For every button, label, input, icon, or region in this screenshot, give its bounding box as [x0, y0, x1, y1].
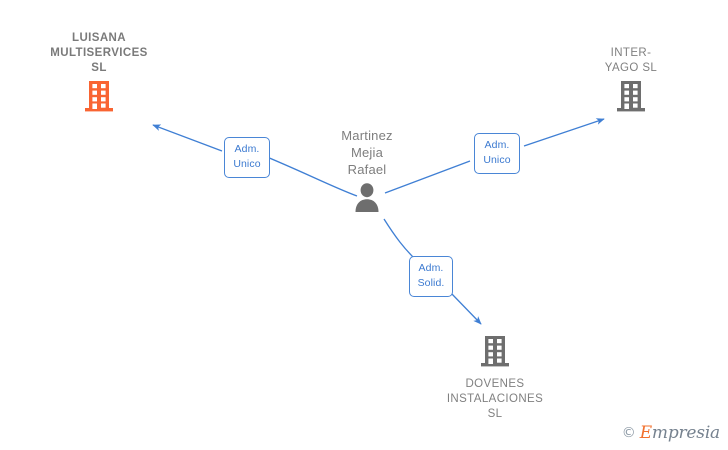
person-icon — [292, 181, 442, 218]
empresia-logo: Empresia — [639, 423, 721, 443]
edge-label-adm-solid-dovenes[interactable]: Adm. Solid. — [409, 256, 453, 297]
building-icon — [556, 79, 706, 118]
empresia-watermark: © Empresia — [621, 423, 721, 443]
node-interyago-label: INTER- YAGO SL — [604, 47, 658, 74]
building-icon — [420, 334, 570, 373]
node-luisana[interactable]: LUISANA MULTISERVICES SL — [24, 31, 174, 118]
building-icon — [24, 79, 174, 118]
node-luisana-label: LUISANA MULTISERVICES SL — [50, 32, 148, 74]
edge-path-interyago-2 — [523, 118, 605, 147]
edge-label-adm-unico-luisana[interactable]: Adm. Unico — [224, 137, 270, 178]
edge-path-dovenes — [383, 218, 415, 259]
empresia-logo-rest: mpresia — [651, 423, 720, 443]
edge-path-dovenes-2 — [449, 291, 482, 325]
node-interyago[interactable]: INTER- YAGO SL — [556, 46, 706, 118]
empresia-logo-capital: E — [639, 423, 652, 443]
node-dovenes[interactable]: DOVENES INSTALACIONES SL — [420, 331, 570, 422]
edge-label-adm-unico-interyago[interactable]: Adm. Unico — [474, 133, 520, 174]
node-dovenes-label: DOVENES INSTALACIONES SL — [446, 378, 544, 420]
node-person-label: Martinez Mejia Rafael — [341, 128, 393, 177]
copyright-icon: © — [621, 425, 636, 441]
edge-path-luisana-2 — [152, 124, 223, 152]
node-person-martinez-mejia-rafael[interactable]: Martinez Mejia Rafael — [292, 127, 442, 218]
